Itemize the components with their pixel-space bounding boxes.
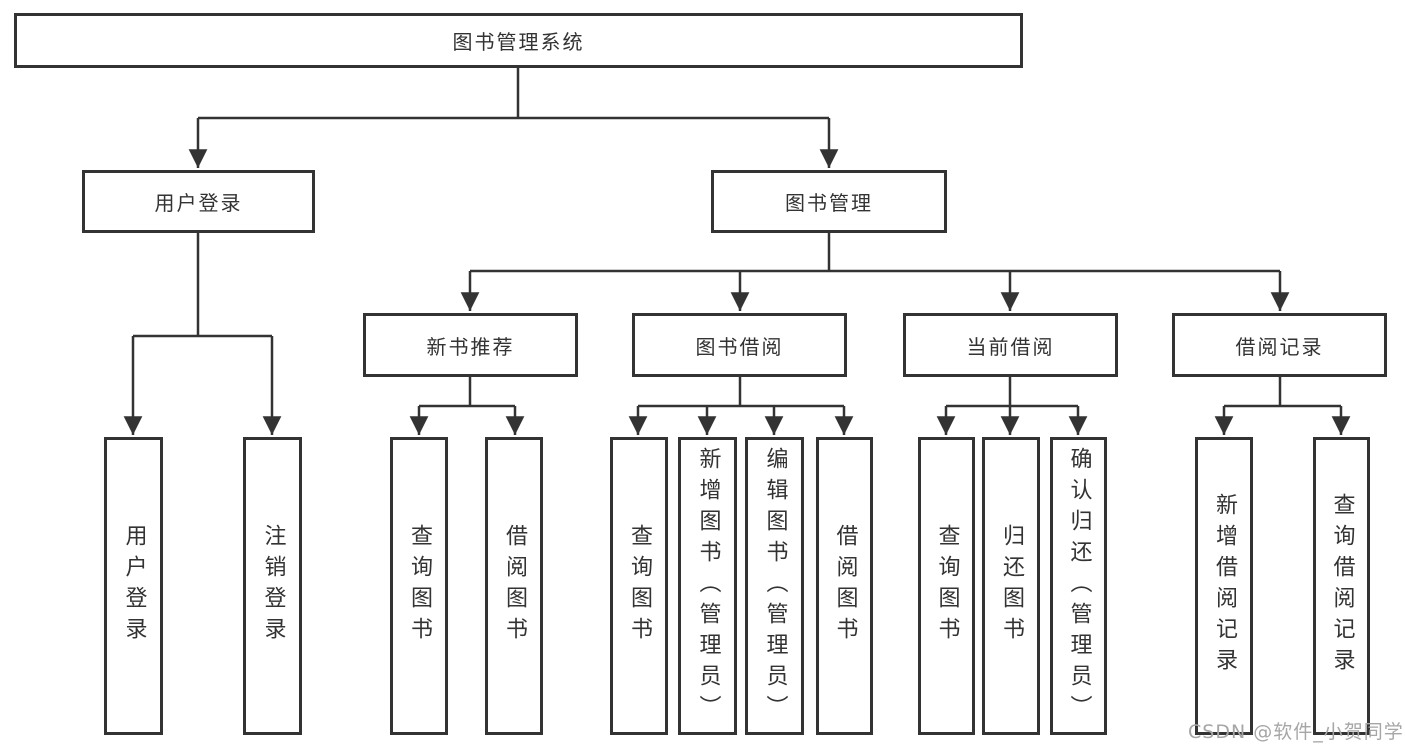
node-library-system-label: 图书管理系统	[452, 30, 585, 54]
leaf-query-books-2-label: 查询图书	[627, 524, 652, 648]
connector-user-login-children	[123, 233, 282, 435]
leaf-borrow-books-1-label: 借阅图书	[502, 524, 527, 648]
leaf-query-books-3-label: 查询图书	[934, 524, 960, 648]
leaf-query-borrow-record-label: 查询借阅记录	[1329, 493, 1355, 679]
node-book-borrowing: 图书借阅	[632, 313, 847, 377]
leaf-add-borrow-record: 新增借阅记录	[1195, 437, 1253, 735]
leaf-confirm-return-admin-label: 确认归还（管理员）	[1066, 446, 1092, 726]
node-user-login-label: 用户登录	[154, 191, 243, 215]
node-current-borrowing-label: 当前借阅	[966, 334, 1055, 359]
connector-current-borrow-children	[936, 377, 1088, 435]
leaf-add-book-admin: 新增图书（管理员）	[678, 437, 737, 735]
node-new-book-recommend: 新书推荐	[363, 313, 578, 377]
leaf-query-books-3: 查询图书	[918, 437, 975, 735]
leaf-user-login: 用户登录	[104, 437, 163, 735]
leaf-user-login-label: 用户登录	[121, 524, 147, 648]
leaf-add-book-admin-label: 新增图书（管理员）	[695, 446, 721, 726]
leaf-query-borrow-record: 查询借阅记录	[1313, 437, 1370, 735]
connector-book-mgmt-children	[460, 233, 1290, 311]
node-book-management: 图书管理	[711, 170, 947, 233]
connector-root-to-level2	[188, 68, 839, 168]
leaf-return-book-label: 归还图书	[999, 524, 1024, 648]
leaf-edit-book-admin: 编辑图书（管理员）	[745, 437, 804, 735]
node-library-system: 图书管理系统	[14, 13, 1023, 68]
leaf-borrow-books-2: 借阅图书	[816, 437, 873, 735]
leaf-borrow-books-2-label: 借阅图书	[832, 524, 858, 648]
connector-book-borrow-children	[628, 377, 854, 435]
leaf-query-books-1: 查询图书	[390, 437, 448, 735]
connector-new-book-rec-children	[409, 377, 525, 435]
node-current-borrowing: 当前借阅	[903, 313, 1118, 377]
node-book-management-label: 图书管理	[785, 191, 873, 215]
node-new-book-recommend-label: 新书推荐	[426, 334, 515, 359]
node-user-login: 用户登录	[82, 170, 315, 233]
node-borrowing-records-label: 借阅记录	[1235, 334, 1324, 359]
leaf-return-book: 归还图书	[982, 437, 1040, 735]
leaf-add-borrow-record-label: 新增借阅记录	[1212, 493, 1237, 679]
node-borrowing-records: 借阅记录	[1172, 313, 1387, 377]
leaf-logout: 注销登录	[243, 437, 302, 735]
connector-borrow-records-children	[1214, 377, 1351, 435]
leaf-query-books-2: 查询图书	[610, 437, 668, 735]
node-book-borrowing-label: 图书借阅	[695, 334, 784, 359]
leaf-logout-label: 注销登录	[260, 524, 286, 648]
watermark: CSDN @软件_小贺同学	[1188, 721, 1404, 743]
leaf-confirm-return-admin: 确认归还（管理员）	[1050, 437, 1107, 735]
leaf-query-books-1-label: 查询图书	[407, 524, 432, 648]
leaf-borrow-books-1: 借阅图书	[485, 437, 543, 735]
leaf-edit-book-admin-label: 编辑图书（管理员）	[762, 446, 788, 726]
